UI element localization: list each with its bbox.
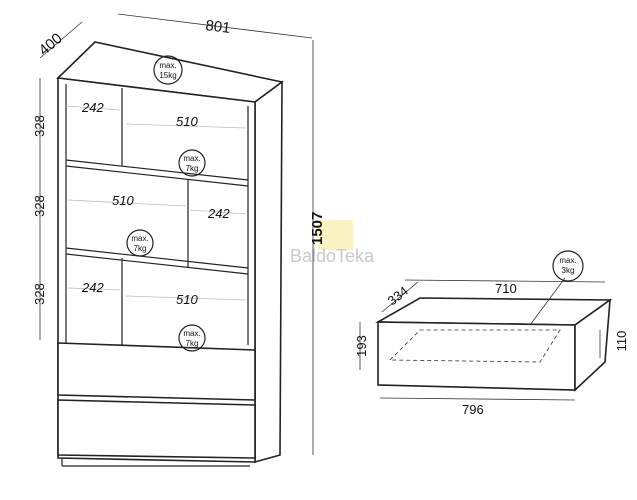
drawer-front [377, 321, 576, 391]
load-badge-circle [178, 324, 206, 352]
load-badge-circle [178, 149, 206, 177]
mid-right-width: 242 [207, 206, 230, 221]
bottom-left-width: 242 [81, 280, 104, 295]
shelf-1-edge [65, 165, 249, 187]
top-right-dimension-line [125, 123, 247, 129]
drawer-side [574, 298, 611, 392]
load-badges: max. 15kg max. 7kg max. 7kg max. 7kg [126, 55, 206, 352]
drawer-inner-width: 710 [495, 281, 517, 296]
load-badge-label: max. [159, 61, 176, 70]
bottom-right-dimension-line [125, 295, 247, 301]
drawer-inner-width-line [404, 279, 606, 283]
width-dimension-line [117, 13, 313, 39]
load-badge-circle [153, 55, 183, 85]
drawer-outer-width: 796 [462, 402, 484, 417]
mid-left-dimension-line [67, 199, 187, 207]
drawer-bottom-hidden-outline [389, 329, 561, 363]
load-badge-value: 7kg [134, 244, 147, 253]
load-badge-shelf-1: max. 7kg [178, 149, 206, 177]
drawer-load-leader-line [529, 277, 566, 326]
load-badge-value: 15kg [159, 71, 176, 80]
top-right-width: 510 [176, 114, 198, 129]
mid-right-dimension-line [189, 209, 247, 215]
load-badge-shelf-3: max. 7kg [178, 324, 206, 352]
load-badge-top: max. 15kg [153, 55, 183, 85]
bottom-right-width: 510 [176, 292, 198, 307]
width-label: 801 [205, 17, 232, 37]
watermark-text: BaldoTeka [290, 246, 375, 266]
load-badge-label: max. [183, 329, 200, 338]
load-badge-circle [126, 229, 154, 257]
drawer-outer-width-line [379, 397, 576, 401]
load-badge-drawer: max. 3kg [552, 250, 584, 282]
shelf-1 [65, 159, 249, 181]
shelf-2-edge [65, 253, 249, 275]
bottom-left-dimension-line [67, 287, 121, 291]
load-badge-circle [552, 250, 584, 282]
shelf-height-1: 328 [32, 115, 47, 137]
cabinet [56, 41, 284, 467]
depth-dimension-line [39, 21, 83, 59]
shelf-height-2: 328 [32, 195, 47, 217]
load-badge-label: max. [131, 234, 148, 243]
mid-left-width: 510 [112, 193, 134, 208]
shelf-height-3: 328 [32, 283, 47, 305]
depth-label: 400 [36, 30, 66, 59]
shelf-2 [65, 247, 249, 269]
load-badge-value: 7kg [186, 164, 199, 173]
top-left-width: 242 [81, 100, 104, 115]
load-badge-value: 3kg [562, 266, 575, 275]
drawer-side-height: 110 [614, 331, 629, 352]
cabinet-side [254, 80, 283, 464]
load-badge-label: max. [559, 256, 576, 265]
top-left-dimension-line [65, 105, 121, 111]
drawer-inner-depth-line [381, 281, 419, 313]
drawer-front-1 [57, 342, 256, 401]
drawer-front-2 [57, 399, 256, 459]
height-label: 1507 [309, 212, 326, 245]
load-badge-label: max. [183, 154, 200, 163]
watermark-house-icon [318, 220, 353, 250]
load-badge-value: 7kg [186, 339, 199, 348]
drawer-detail: 710 334 796 193 110 max. 3kg [354, 250, 629, 417]
watermark: BaldoTeka [290, 220, 375, 266]
drawer-top [375, 297, 613, 326]
load-badge-shelf-2: max. 7kg [126, 229, 154, 257]
drawer-height: 193 [354, 335, 369, 357]
